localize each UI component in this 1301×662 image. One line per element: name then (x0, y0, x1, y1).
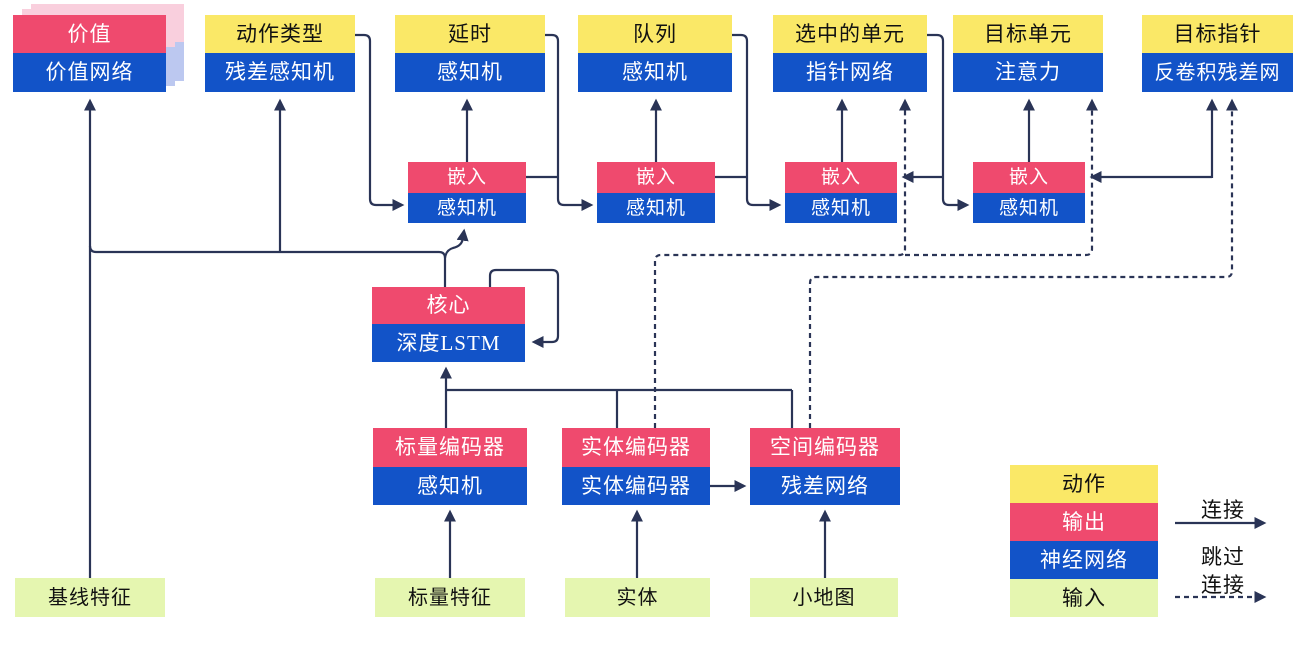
node-delay-body: 感知机 (395, 53, 545, 92)
node-value: 价值 价值网络 (13, 15, 166, 92)
node-embed-4: 嵌入 感知机 (973, 162, 1085, 223)
node-value-header: 价值 (13, 15, 166, 53)
legend-output: 输出 (1010, 503, 1158, 541)
node-delay-header: 延时 (395, 15, 545, 53)
node-value-body: 价值网络 (13, 53, 166, 92)
legend-input: 输入 (1010, 579, 1158, 617)
node-action-type: 动作类型 残差感知机 (205, 15, 355, 92)
node-selected-units-header: 选中的单元 (773, 15, 927, 53)
legend-skip-label-line1: 跳过 (1201, 545, 1245, 569)
legend-color-key: 动作 输出 神经网络 输入 (1010, 465, 1158, 617)
node-embed-2-header: 嵌入 (597, 162, 715, 193)
input-baseline-features: 基线特征 (15, 578, 165, 617)
node-scalar-encoder-header: 标量编码器 (373, 428, 527, 467)
node-spatial-encoder-body: 残差网络 (750, 467, 900, 505)
node-embed-1: 嵌入 感知机 (408, 162, 526, 223)
solid-edges (83, 33, 1267, 578)
node-scalar-encoder-body: 感知机 (373, 467, 527, 505)
node-delay: 延时 感知机 (395, 15, 545, 92)
node-embed-1-header: 嵌入 (408, 162, 526, 193)
legend-connection-label: 连接 (1201, 498, 1245, 522)
legend-action: 动作 (1010, 465, 1158, 503)
node-target-unit-header: 目标单元 (953, 15, 1103, 53)
node-queued: 队列 感知机 (578, 15, 732, 92)
edge-delay-to-embed2 (545, 33, 594, 212)
node-entity-encoder-header: 实体编码器 (562, 428, 710, 467)
node-embed-2-body: 感知机 (597, 193, 715, 223)
node-entity-encoder: 实体编码器 实体编码器 (562, 428, 710, 505)
edge-core-self-loop (488, 268, 560, 349)
node-queued-header: 队列 (578, 15, 732, 53)
node-embed-3-header: 嵌入 (785, 162, 897, 193)
edge-selectedunits-to-embed4 (927, 33, 970, 212)
skip-entity-to-attention (905, 98, 1099, 257)
node-embed-3: 嵌入 感知机 (785, 162, 897, 223)
node-selected-units: 选中的单元 指针网络 (773, 15, 927, 92)
node-target-unit-body: 注意力 (953, 53, 1103, 92)
node-target-unit: 目标单元 注意力 (953, 15, 1103, 92)
input-minimap: 小地图 (750, 578, 898, 617)
node-embed-4-body: 感知机 (973, 193, 1085, 223)
skip-spatial-to-deconv (808, 98, 1239, 428)
node-spatial-encoder-header: 空间编码器 (750, 428, 900, 467)
input-entity: 实体 (565, 578, 710, 617)
node-target-point-header: 目标指针 (1142, 15, 1293, 53)
node-target-point-body: 反卷积残差网 (1142, 53, 1293, 92)
node-embed-1-body: 感知机 (408, 193, 526, 223)
node-selected-units-body: 指针网络 (773, 53, 927, 92)
edge-queued-to-embed3 (732, 33, 782, 212)
legend-network: 神经网络 (1010, 541, 1158, 579)
node-queued-body: 感知机 (578, 53, 732, 92)
node-action-type-body: 残差感知机 (205, 53, 355, 92)
node-embed-2: 嵌入 感知机 (597, 162, 715, 223)
node-core-body: 深度LSTM (372, 324, 525, 362)
skip-entity-to-pointer (653, 98, 912, 428)
node-action-type-header: 动作类型 (205, 15, 355, 53)
legend-skip-label-line2: 连接 (1201, 573, 1245, 597)
node-entity-encoder-body: 实体编码器 (562, 467, 710, 505)
node-target-point: 目标指针 反卷积残差网 (1142, 15, 1293, 92)
node-core: 核心 深度LSTM (372, 287, 525, 362)
edge-core-to-embed1 (443, 228, 469, 259)
edge-core-trunk-left (88, 245, 447, 287)
edge-actiontype-to-embed1 (355, 33, 405, 212)
node-embed-3-body: 感知机 (785, 193, 897, 223)
node-core-header: 核心 (372, 287, 525, 324)
dashed-edges (653, 98, 1267, 604)
node-scalar-encoder: 标量编码器 感知机 (373, 428, 527, 505)
input-scalar-features: 标量特征 (375, 578, 525, 617)
node-spatial-encoder: 空间编码器 残差网络 (750, 428, 900, 505)
node-embed-4-header: 嵌入 (973, 162, 1085, 193)
